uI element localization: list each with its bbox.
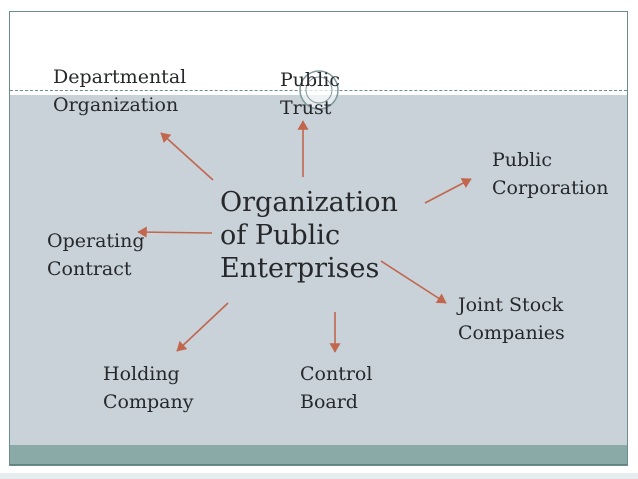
node-label-line: of Public — [220, 220, 341, 251]
node-label-line: Public — [280, 69, 340, 91]
bottom-accent-band — [10, 445, 627, 465]
node-label-line: Organization — [220, 187, 398, 218]
node-label-line: Companies — [458, 322, 565, 344]
node-label-line: Organization — [53, 94, 179, 116]
node-label-line: Operating — [47, 230, 145, 252]
node-label-line: Trust — [280, 97, 332, 119]
node-label-line: Joint Stock — [458, 294, 564, 316]
node-label-line: Control — [300, 363, 373, 385]
node-label-line: Public — [492, 149, 552, 171]
node-label-line: Corporation — [492, 177, 609, 199]
node-label-line: Company — [103, 391, 194, 413]
node-label-line: Contract — [47, 258, 132, 280]
content-background-panel — [10, 95, 627, 445]
node-label-line: Board — [300, 391, 358, 413]
node-label-line: Departmental — [53, 66, 187, 88]
node-label-line: Enterprises — [220, 253, 380, 284]
node-label-line: Holding — [103, 363, 180, 385]
page-bottom-strip — [0, 473, 638, 479]
